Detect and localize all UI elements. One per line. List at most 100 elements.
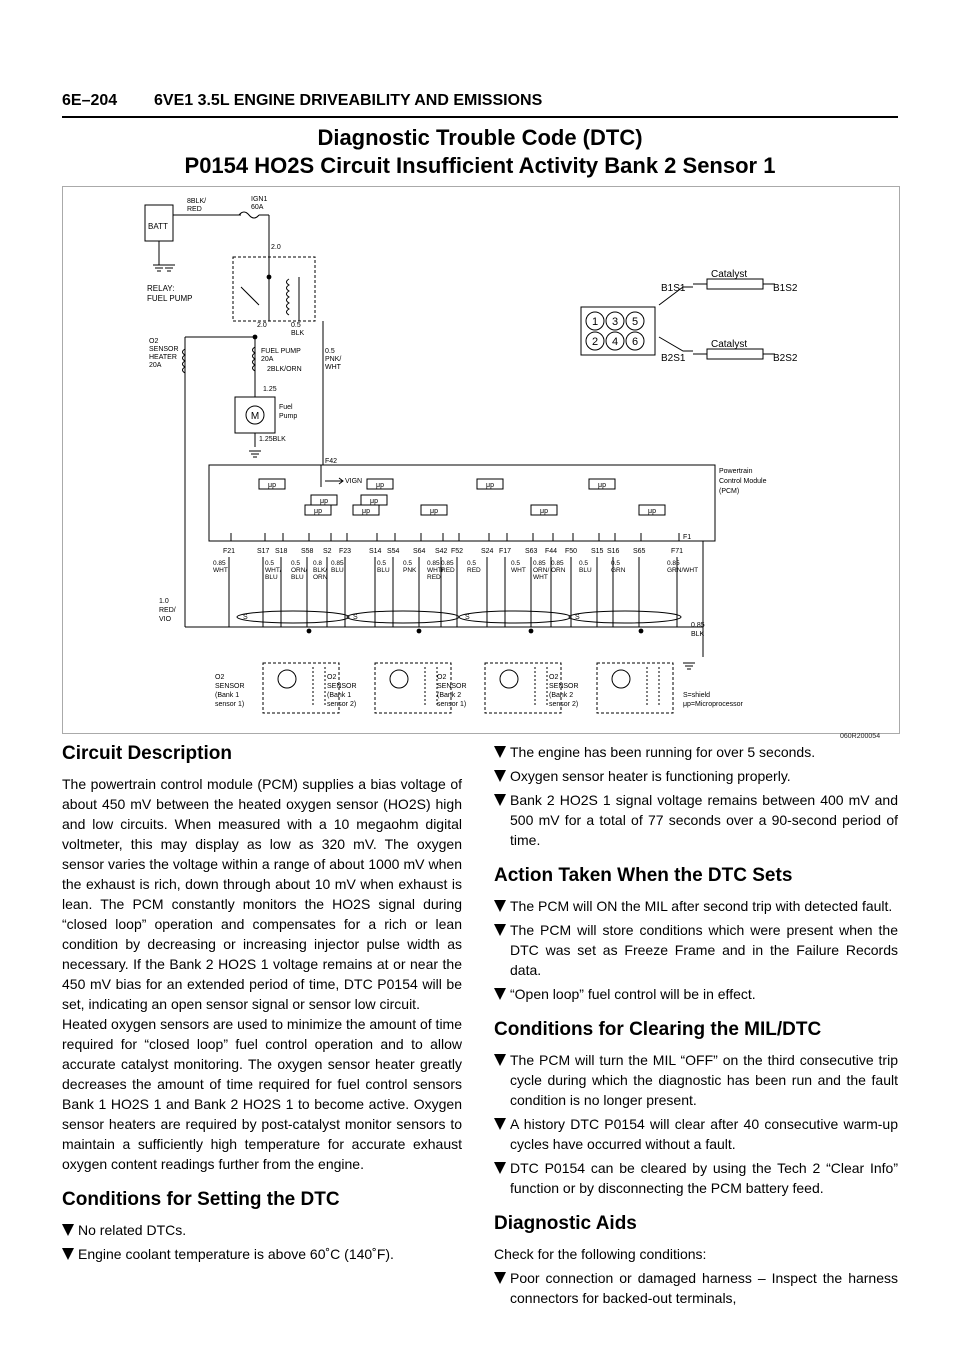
- o2-heater-element: [646, 667, 660, 707]
- battery-wire-label: RED: [187, 206, 202, 213]
- circuit-description-para-2: Heated oxygen sensors are used to minimi…: [62, 1016, 462, 1172]
- o2-sensor-element: [277, 669, 297, 689]
- cylinder-label: 4: [612, 336, 618, 348]
- microprocessor-box: [258, 478, 286, 490]
- shield-label: S: [353, 614, 358, 621]
- wire-gauge-label: BLK/: [313, 567, 327, 574]
- b2s2-label: B2S2: [773, 353, 798, 364]
- shield-label: S: [243, 614, 248, 621]
- setting-item: Engine coolant temperature is above 60˚C…: [62, 1244, 462, 1264]
- microprocessor-label: μp: [486, 482, 494, 489]
- wire-gauge-label: ORN/: [533, 567, 549, 574]
- microprocessor-box: [588, 478, 616, 490]
- wire-gauge-label: BLU: [377, 567, 390, 574]
- title-line-1: Diagnostic Trouble Code (DTC): [317, 125, 643, 150]
- microprocessor-box: [638, 504, 666, 516]
- legend-label: S=shield: [683, 692, 710, 699]
- o2-sensor-label: O2: [327, 674, 336, 681]
- wire-label: 1.0: [159, 598, 169, 605]
- setting-item: No related DTCs.: [62, 1220, 462, 1240]
- pin-label: S54: [387, 548, 400, 555]
- diagnostic-aids-intro: Check for the following conditions:: [494, 1246, 707, 1262]
- clearing-item-text: A history DTC P0154 will clear after 40 …: [510, 1116, 898, 1152]
- junction-dot: [638, 628, 644, 634]
- fuel-pump-fuse: [252, 346, 256, 372]
- relay-switch: [240, 286, 260, 306]
- ign-fuse-symbol: [238, 211, 260, 219]
- cylinder: [585, 311, 605, 331]
- diagnostic-aids-heading: Diagnostic Aids: [494, 1213, 637, 1234]
- cylinder-label: 2: [592, 336, 598, 348]
- fuel-pump-fuse-label: 20A: [261, 356, 274, 363]
- clearing-item: A history DTC P0154 will clear after 40 …: [494, 1114, 898, 1154]
- setting-item: Oxygen sensor heater is functioning prop…: [494, 766, 898, 786]
- pin-label: F21: [223, 548, 235, 555]
- microprocessor-label: μp: [268, 482, 276, 489]
- o2-sensor-label: sensor 1): [215, 701, 244, 708]
- shield-label: S: [465, 614, 470, 621]
- pin-label: F44: [545, 548, 557, 555]
- action-item-text: The PCM will ON the MIL after second tri…: [510, 898, 893, 914]
- pin-label: S65: [633, 548, 646, 555]
- pin-label: S16: [607, 548, 620, 555]
- clearing-item: The PCM will turn the MIL “OFF” on the t…: [494, 1050, 898, 1110]
- o2-heater-label: O2: [149, 338, 158, 345]
- bullet-marker: [62, 1224, 74, 1236]
- microprocessor-label: μp: [598, 482, 606, 489]
- wire-gauge-label: 0.85: [551, 560, 564, 567]
- bullet-marker: [494, 988, 506, 1000]
- b1s1-label: B1S1: [661, 283, 686, 294]
- wire-gauge-label: 0.8: [313, 560, 322, 567]
- wire-label: WHT: [325, 364, 342, 371]
- o2-sensor-element: [389, 669, 409, 689]
- clearing-item-text: DTC P0154 can be cleared by using the Te…: [510, 1160, 898, 1196]
- microprocessor-label: μp: [370, 498, 378, 505]
- wire-label: RED/: [159, 607, 176, 614]
- o2-sensor-label: O2: [215, 674, 224, 681]
- wire-gauge-label: 0.85: [213, 560, 226, 567]
- battery-wire-label: 8BLK/: [187, 198, 206, 205]
- pin-label: F42: [325, 458, 337, 465]
- wire-gauge-label: WHT: [511, 567, 526, 574]
- wire-gauge-label: 0.5: [403, 560, 412, 567]
- ign-fuse-label: 60A: [251, 204, 264, 211]
- manual-title: 6VE1 3.5L ENGINE DRIVEABILITY AND EMISSI…: [154, 92, 543, 109]
- pcm-label: Control Module: [719, 478, 767, 485]
- o2-sensor-element: [611, 669, 631, 689]
- b1s2-label: B1S2: [773, 283, 798, 294]
- bullet-marker: [494, 924, 506, 936]
- setting-item-text: Engine coolant temperature is above 60˚C…: [78, 1246, 394, 1262]
- wire-gauge-label: 0.85: [331, 560, 344, 567]
- microprocessor-box: [420, 504, 448, 516]
- fuel-pump-label: Pump: [279, 413, 297, 420]
- microprocessor-label: μp: [648, 508, 656, 515]
- cylinder: [605, 311, 625, 331]
- wire-gauge-label: 0.85: [533, 560, 546, 567]
- pin-label: S64: [413, 548, 426, 555]
- wire-gauge-label: 0.85: [427, 560, 440, 567]
- wire-gauge-label: 0.5: [291, 560, 300, 567]
- wire-gauge-label: 0.5: [579, 560, 588, 567]
- header-rule: [62, 116, 898, 118]
- left-column: Circuit Description The powertrain contr…: [62, 742, 462, 1268]
- microprocessor-box: [530, 504, 558, 516]
- o2-heater-label: 20A: [149, 362, 162, 369]
- o2-sensor-box: [484, 662, 562, 714]
- catalyst-box: [706, 278, 764, 290]
- wire-label: 1.25BLK: [259, 436, 286, 443]
- bullet-marker: [494, 1118, 506, 1130]
- wire-gauge-label: ORN/: [291, 567, 307, 574]
- wire-gauge-label: ORN: [313, 574, 328, 581]
- junction-dot: [416, 628, 422, 634]
- wire-label: BLK: [691, 631, 705, 638]
- o2-sensor-label: SENSOR: [437, 683, 467, 690]
- wire-gauge-label: BLU: [331, 567, 344, 574]
- microprocessor-label: μp: [540, 508, 548, 515]
- motor-symbol: [245, 405, 265, 425]
- wire-gauge-label: 0.5: [377, 560, 386, 567]
- setting-item: Bank 2 HO2S 1 signal voltage remains bet…: [494, 790, 898, 850]
- pcm-box: [208, 464, 716, 542]
- pin-label: F1: [683, 534, 691, 541]
- battery-label: BATT: [148, 222, 168, 231]
